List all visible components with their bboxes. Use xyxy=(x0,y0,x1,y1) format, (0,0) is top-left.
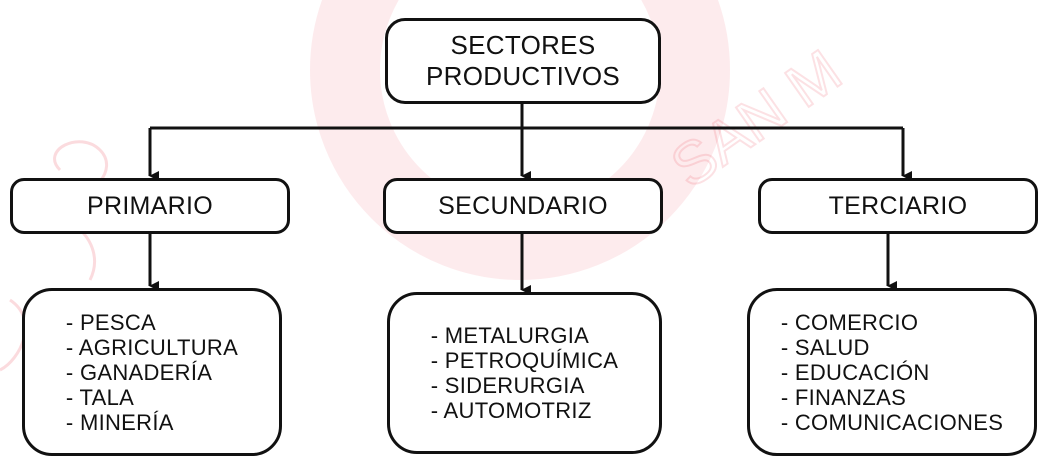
secundario-item-list: - METALURGIA - PETROQUÍMICA - SIDERURGIA… xyxy=(431,323,619,423)
list-item: - COMUNICACIONES xyxy=(780,409,1004,435)
primario-item-list: - PESCA - AGRICULTURA - GANADERÍA - TALA… xyxy=(66,310,238,435)
list-item: - TALA xyxy=(65,384,135,410)
list-item: - PESCA xyxy=(65,309,157,335)
list-item: - GANADERÍA xyxy=(65,359,213,385)
sector-primario: PRIMARIO xyxy=(10,178,290,234)
list-item: - AGRICULTURA xyxy=(65,334,239,360)
sector-label: PRIMARIO xyxy=(86,191,214,220)
terciario-items-box: - COMERCIO - SALUD - EDUCACIÓN - FINANZA… xyxy=(747,288,1037,456)
sector-label: TERCIARIO xyxy=(828,191,968,220)
root-title: SECTORES PRODUCTIVOS xyxy=(426,30,620,92)
list-item: - AUTOMOTRIZ xyxy=(430,398,592,423)
sector-secundario: SECUNDARIO xyxy=(383,178,663,234)
primario-items-box: - PESCA - AGRICULTURA - GANADERÍA - TALA… xyxy=(22,288,282,456)
terciario-item-list: - COMERCIO - SALUD - EDUCACIÓN - FINANZA… xyxy=(781,310,1003,435)
root-node: SECTORES PRODUCTIVOS xyxy=(385,18,661,104)
list-item: - SALUD xyxy=(780,334,870,360)
list-item: - COMERCIO xyxy=(780,309,919,335)
list-item: - SIDERURGIA xyxy=(430,373,585,398)
list-item: - METALURGIA xyxy=(430,323,590,348)
sector-terciario: TERCIARIO xyxy=(758,178,1038,234)
list-item: - PETROQUÍMICA xyxy=(430,348,619,373)
list-item: - MINERÍA xyxy=(65,409,174,435)
root-title-line-2: PRODUCTIVOS xyxy=(426,61,620,91)
list-item: - EDUCACIÓN xyxy=(780,359,930,385)
secundario-items-box: - METALURGIA - PETROQUÍMICA - SIDERURGIA… xyxy=(387,292,662,454)
sector-label: SECUNDARIO xyxy=(438,191,608,220)
root-title-line-1: SECTORES xyxy=(450,30,596,60)
list-item: - FINANZAS xyxy=(780,384,907,410)
